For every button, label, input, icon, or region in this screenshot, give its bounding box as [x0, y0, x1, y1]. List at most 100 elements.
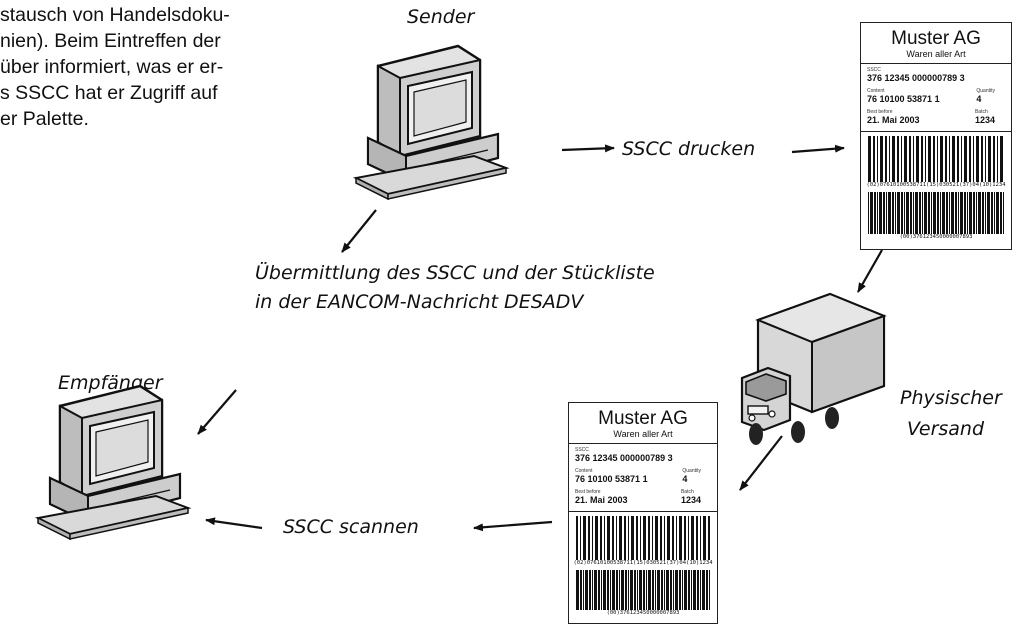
barcode-bar — [643, 516, 646, 560]
barcode-bar — [676, 516, 677, 560]
barcode-bar — [691, 516, 694, 560]
barcode-bar — [600, 516, 602, 560]
barcode-bar — [670, 570, 672, 610]
barcode-bar — [580, 516, 581, 560]
barcode-bar — [619, 570, 620, 610]
barcode-bar — [964, 136, 967, 182]
barcode-bar — [595, 516, 598, 560]
barcode-bar — [660, 516, 662, 560]
barcode-bar — [616, 516, 617, 560]
barcode-2 — [574, 570, 712, 610]
barcode-bar — [592, 516, 593, 560]
label-bestbefore-value: 21. Mai 2003 — [575, 495, 628, 505]
barcode-bar — [640, 516, 641, 560]
barcode-bar — [942, 192, 945, 234]
arrow-scan-to-receiver — [206, 520, 262, 528]
barcode-bar — [697, 570, 699, 610]
barcode-bar — [901, 136, 902, 182]
barcode-bar — [684, 516, 686, 560]
barcode-2-text: (00)376123450000007893 — [569, 610, 717, 617]
barcode-bar — [655, 516, 658, 560]
barcode-bar — [675, 570, 678, 610]
label-quantity-value: 4 — [682, 474, 701, 484]
barcode-bar — [892, 192, 894, 234]
barcode-bar — [940, 136, 943, 182]
label-company: Muster AG — [861, 29, 1011, 49]
barcode-bar — [700, 570, 701, 610]
barcode-bar — [1003, 192, 1004, 234]
barcode-bar — [648, 516, 650, 560]
barcode-1-text: (02)07610100538711(15)030521(37)04(10)12… — [569, 560, 717, 567]
barcode-bar — [973, 192, 975, 234]
barcode-bar — [919, 192, 921, 234]
barcode-bar — [877, 192, 878, 234]
barcode-bar — [931, 192, 932, 234]
label-divider — [861, 63, 1011, 64]
barcode-bar — [583, 516, 586, 560]
label-batch-value: 1234 — [681, 495, 701, 505]
barcode-bar — [873, 136, 875, 182]
barcode-bar — [945, 136, 947, 182]
barcode-bar — [928, 136, 931, 182]
barcode-bar — [679, 516, 682, 560]
barcode-bar — [646, 570, 647, 610]
barcode-bar — [937, 136, 938, 182]
barcode-bar — [922, 192, 923, 234]
barcode-bar — [607, 570, 609, 610]
barcode-bar — [634, 570, 636, 610]
barcode-bar — [886, 192, 887, 234]
barcode-bar — [978, 192, 981, 234]
barcode-bar — [910, 192, 912, 234]
barcode-bar — [679, 570, 681, 610]
barcode-bar — [973, 136, 974, 182]
barcode-bar — [688, 516, 689, 560]
barcode-bar — [619, 516, 622, 560]
barcode-bar — [637, 570, 638, 610]
barcode-bar — [601, 570, 602, 610]
barcode-bar — [631, 516, 634, 560]
label-content-value: 76 10100 53871 1 — [867, 94, 940, 104]
barcode-bar — [877, 136, 878, 182]
barcode-bar — [868, 192, 869, 234]
barcode-bar — [655, 570, 656, 610]
barcode-bar — [987, 192, 990, 234]
barcode-bar — [879, 192, 882, 234]
barcode-bar — [706, 570, 708, 610]
barcode-bar — [612, 516, 614, 560]
barcode-bar — [996, 192, 999, 234]
barcode-bar — [885, 136, 887, 182]
barcode-bar — [648, 570, 651, 610]
arrow-print-to-label — [792, 148, 844, 152]
barcode-bar — [976, 192, 977, 234]
barcode-bar — [612, 570, 615, 610]
barcode-bar — [921, 136, 923, 182]
barcode-bar — [949, 192, 950, 234]
barcode-bar — [880, 136, 883, 182]
barcode-bar — [981, 136, 983, 182]
barcode-bar — [994, 192, 995, 234]
barcode-bar — [888, 192, 891, 234]
barcode-bar — [897, 192, 900, 234]
barcode-bar — [592, 570, 593, 610]
barcode-bar — [940, 192, 941, 234]
barcode-bar — [874, 192, 876, 234]
barcode-bar — [1000, 136, 1003, 182]
shipping-label-received: Muster AG Waren aller Art SSCC 376 12345… — [568, 402, 718, 624]
barcode-bar — [997, 136, 998, 182]
barcode-bar — [991, 192, 993, 234]
barcode-1 — [866, 136, 1006, 182]
barcode-bar — [889, 136, 890, 182]
barcode-bar — [688, 570, 690, 610]
barcode-bar — [952, 136, 955, 182]
barcode-bar — [913, 192, 914, 234]
barcode-bar — [904, 136, 907, 182]
barcode-bar — [916, 136, 919, 182]
label-divider — [569, 443, 717, 444]
label-tagline: Waren aller Art — [569, 429, 717, 439]
barcode-bar — [672, 516, 674, 560]
barcode-1 — [574, 516, 712, 560]
barcode-bar — [693, 570, 696, 610]
barcode-bar — [892, 136, 895, 182]
barcode-bar — [985, 192, 986, 234]
barcode-bar — [639, 570, 642, 610]
